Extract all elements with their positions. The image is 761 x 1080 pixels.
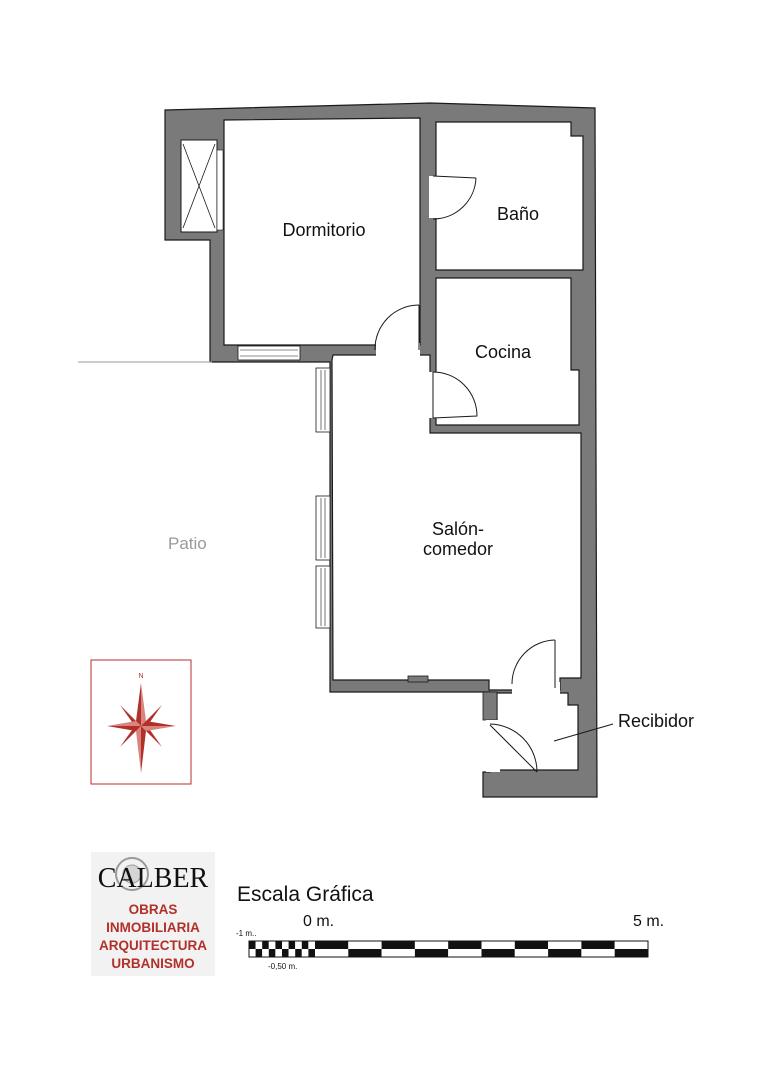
scale-cell: [301, 941, 309, 949]
window-dormitorio: [237, 345, 301, 361]
scale-minus-half-label: -0,50 m.: [268, 962, 297, 971]
ventilation-shaft: [180, 139, 224, 233]
logo-line-arquitectura: ARQUITECTURA: [99, 938, 207, 953]
door-cocina: [429, 371, 478, 419]
scale-segment: [448, 941, 482, 949]
scale-segment: [481, 949, 515, 957]
scale-segment: [581, 941, 615, 949]
window-salon-1: [315, 367, 331, 433]
scale-cell: [282, 941, 289, 949]
room-label-salon-2: comedor: [423, 539, 493, 559]
patio-label: Patio: [168, 534, 207, 553]
door-dormitorio: [374, 304, 420, 357]
room-label-cocina: Cocina: [475, 342, 532, 362]
scale-cell: [295, 949, 302, 957]
scale-cell: [262, 949, 269, 957]
scale-segment: [548, 949, 582, 957]
scale-cell: [255, 949, 263, 957]
compass-rose: N: [90, 659, 192, 785]
scale-cell: [301, 949, 309, 957]
window-salon-2: [315, 495, 331, 561]
room-label-bano: Baño: [497, 204, 539, 224]
scale-segment: [514, 941, 549, 949]
scale-segment: [315, 941, 349, 949]
scale-cell: [275, 941, 282, 949]
company-logo: CALBER OBRAS INMOBILIARIA ARQUITECTURA U…: [91, 852, 215, 976]
compass-north-label: N: [138, 673, 143, 680]
scale-cell: [262, 941, 269, 949]
room-label-recibidor: Recibidor: [618, 711, 694, 731]
scale-cell: [268, 949, 276, 957]
door-entrada: [486, 720, 538, 773]
scale-end-label: 5 m.: [633, 913, 664, 930]
scale-segment: [348, 949, 382, 957]
scale-start-label: 0 m.: [303, 913, 334, 930]
scale-border: [248, 940, 649, 958]
scale-cell: [308, 941, 315, 949]
scale-bar: [248, 940, 649, 958]
door-bano: [429, 175, 477, 220]
wall-notch: [407, 675, 429, 683]
scale-segment: [614, 949, 648, 957]
logo-name: CALBER: [98, 863, 209, 894]
scale-cell: [288, 949, 296, 957]
scale-cell: [275, 949, 282, 957]
scale-cell: [282, 949, 289, 957]
wall-notch: [482, 691, 498, 721]
scale-cell: [249, 941, 256, 949]
scale-cell: [255, 941, 263, 949]
room-label-dormitorio: Dormitorio: [282, 220, 365, 240]
scale-segment: [381, 941, 415, 949]
scale-cell: [295, 941, 302, 949]
scale-minus-one-label: -1 m..: [236, 929, 256, 938]
recibidor-leader: [553, 723, 614, 742]
scale-title: Escala Gráfica: [237, 883, 374, 906]
scale-segment: [414, 949, 449, 957]
logo-line-urbanismo: URBANISMO: [111, 956, 194, 971]
scale-cell: [268, 941, 276, 949]
logo-line-obras: OBRAS: [129, 902, 178, 917]
logo-line-inmobiliaria: INMOBILIARIA: [106, 920, 200, 935]
scale-cell: [249, 949, 256, 957]
window-salon-3: [315, 565, 331, 629]
scale-cell: [288, 941, 296, 949]
scale-cell: [308, 949, 315, 957]
door-salon: [511, 639, 560, 696]
room-label-salon-1: Salón-: [432, 519, 484, 539]
